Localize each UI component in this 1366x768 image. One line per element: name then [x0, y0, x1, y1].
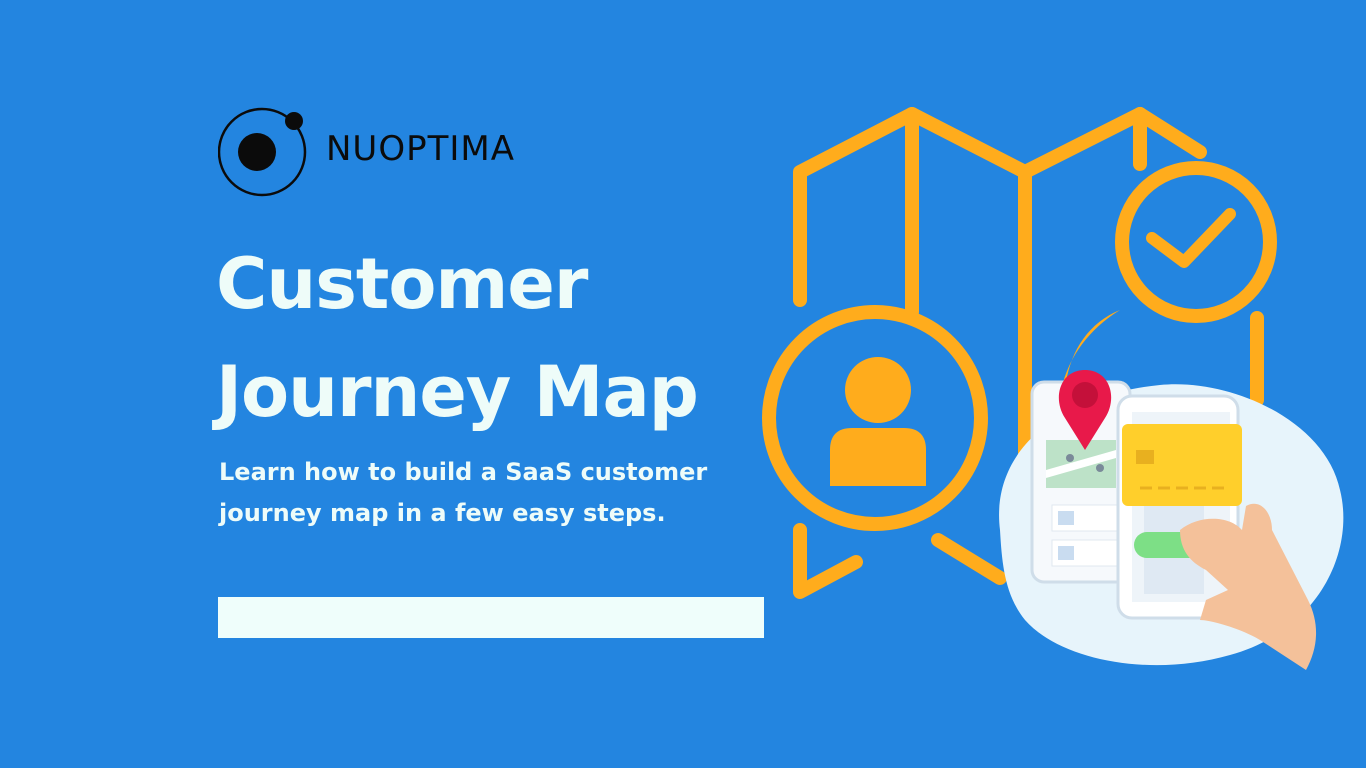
page-title: Customer Journey Map	[216, 230, 699, 446]
phone-icon	[1030, 380, 1132, 584]
hand-icon	[1180, 503, 1317, 670]
credit-card-icon	[1122, 424, 1242, 506]
brand-name: NUOPTIMA	[326, 129, 515, 169]
title-line-2: Journey Map	[216, 351, 699, 433]
check-icon	[1115, 161, 1277, 323]
journey-illustration	[762, 107, 1344, 670]
highlight-bar	[218, 597, 764, 638]
title-line-1: Customer	[216, 243, 588, 325]
subtitle: Learn how to build a SaaS customer journ…	[219, 458, 708, 527]
orbit-logo-icon	[218, 107, 307, 197]
location-pin-icon	[1058, 370, 1112, 450]
user-icon	[762, 305, 988, 531]
brand-logo: NUOPTIMA	[218, 106, 515, 198]
